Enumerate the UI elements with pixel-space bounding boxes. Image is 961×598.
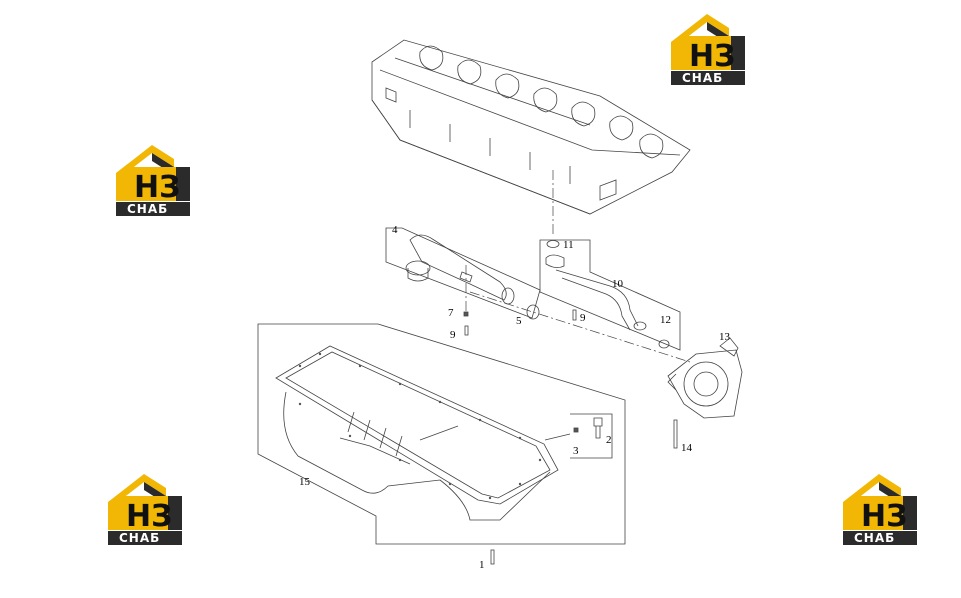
logo-right-lower: НЗ СНАБ <box>843 474 917 545</box>
part-label-5: 5 <box>516 315 522 327</box>
part-label-15: 15 <box>299 476 311 488</box>
logo-text-bottom: СНАБ <box>854 531 895 545</box>
logo-left-lower: НЗ СНАБ <box>108 474 182 545</box>
logo-text-top: НЗ <box>861 499 907 534</box>
part-label-2: 2 <box>606 434 612 446</box>
part-label-9a: 9 <box>450 329 456 341</box>
logo-text-top: НЗ <box>126 499 172 534</box>
centerlines <box>465 170 691 363</box>
part-label-1: 1 <box>479 559 485 571</box>
part-label-14: 14 <box>681 442 693 454</box>
logo-text-bottom: СНАБ <box>682 71 723 85</box>
part-label-11: 11 <box>563 239 574 251</box>
logo-text-top: НЗ <box>134 170 180 205</box>
part-label-13: 13 <box>719 331 731 343</box>
oil-pan-group <box>257 323 626 565</box>
pickup-pipe-group <box>385 227 541 336</box>
part-label-3: 3 <box>573 445 579 457</box>
oil-pipe-group <box>539 239 681 351</box>
logo-left-upper: НЗ СНАБ <box>116 145 190 216</box>
logo-top-right: НЗ СНАБ <box>671 14 745 85</box>
logo-text-bottom: СНАБ <box>119 531 160 545</box>
logo-text-bottom: СНАБ <box>127 202 168 216</box>
part-label-7: 7 <box>448 307 454 319</box>
part-label-10: 10 <box>612 278 624 290</box>
logo-text-top: НЗ <box>689 39 735 74</box>
engine-block <box>371 39 691 215</box>
part-label-12: 12 <box>660 314 671 326</box>
part-label-4: 4 <box>392 224 398 236</box>
part-label-9b: 9 <box>580 312 586 324</box>
part-labels: 1 2 3 4 5 7 9 9 10 11 12 13 14 15 <box>299 224 731 571</box>
oil-pump <box>667 337 743 449</box>
